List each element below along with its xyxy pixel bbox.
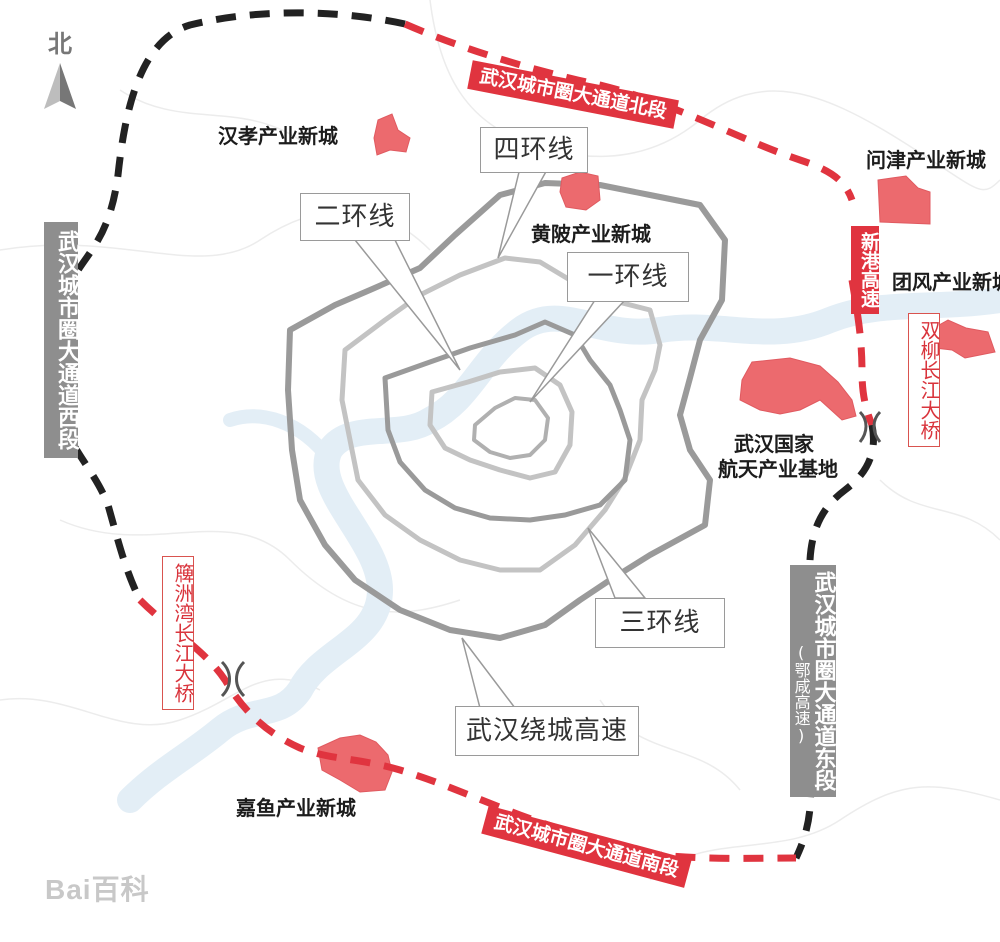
north-arrow-icon (44, 63, 76, 109)
leader-lines (353, 167, 647, 709)
xingang-expressway-label: 新港高速 (851, 226, 880, 314)
zone-wenjin-label: 问津产业新城 (866, 148, 986, 172)
ring-bypass (285, 180, 728, 641)
bypass-label: 武汉绕城高速 (455, 706, 639, 756)
ring-3 (382, 319, 633, 523)
zone-wenjin-shape (877, 175, 931, 225)
north-arrow: 北 (40, 24, 80, 117)
ring-1-label: 一环线 (567, 252, 689, 302)
industrial-zones (317, 113, 996, 793)
ring-4 (339, 255, 663, 573)
west-section-label: 武汉城市圈大通道西段 (44, 222, 79, 458)
bianzhouwan-bridge-icon (220, 660, 246, 698)
river (117, 287, 1000, 813)
zone-aerospace-shape (739, 357, 857, 421)
zone-aerospace-label: 武汉国家 航天产业基地 (718, 432, 838, 482)
zone-huangpi-shape (559, 171, 601, 211)
ring-2-label: 二环线 (300, 193, 410, 241)
ring-4-label: 四环线 (480, 127, 588, 173)
east-section-label: 武汉城市圈大通道东段 (鄂咸高速) (790, 565, 837, 797)
bridge-symbols (220, 410, 882, 698)
zone-hanxiao-label: 汉孝产业新城 (218, 124, 338, 148)
shuangliu-bridge-icon (858, 410, 882, 443)
watermark: Bai百科 (45, 874, 150, 905)
ring-2 (427, 365, 575, 481)
north-label: 北 (48, 30, 72, 58)
ring-1 (472, 396, 550, 460)
zone-jiayu-label: 嘉鱼产业新城 (236, 796, 356, 820)
shuangliu-bridge-label: 双柳长江大桥 (908, 313, 941, 447)
zone-aerospace-line2: 航天产业基地 (718, 457, 838, 481)
east-section-text: 武汉城市圈大通道东段 (810, 571, 836, 791)
bianzhouwan-bridge-label: 簰洲湾长江大桥 (162, 556, 195, 710)
west-route (54, 9, 406, 602)
ring-roads (285, 180, 728, 641)
zone-huangpi-label: 黄陂产业新城 (531, 222, 651, 246)
zone-hanxiao-shape (373, 113, 411, 156)
zone-aerospace-line1: 武汉国家 (734, 432, 814, 456)
zone-tuanfeng-shape (929, 319, 996, 359)
zone-tuanfeng-label: 团风产业新城 (892, 270, 1000, 294)
ring-3-label: 三环线 (595, 598, 725, 648)
east-section-note: (鄂咸高速) (791, 643, 811, 745)
